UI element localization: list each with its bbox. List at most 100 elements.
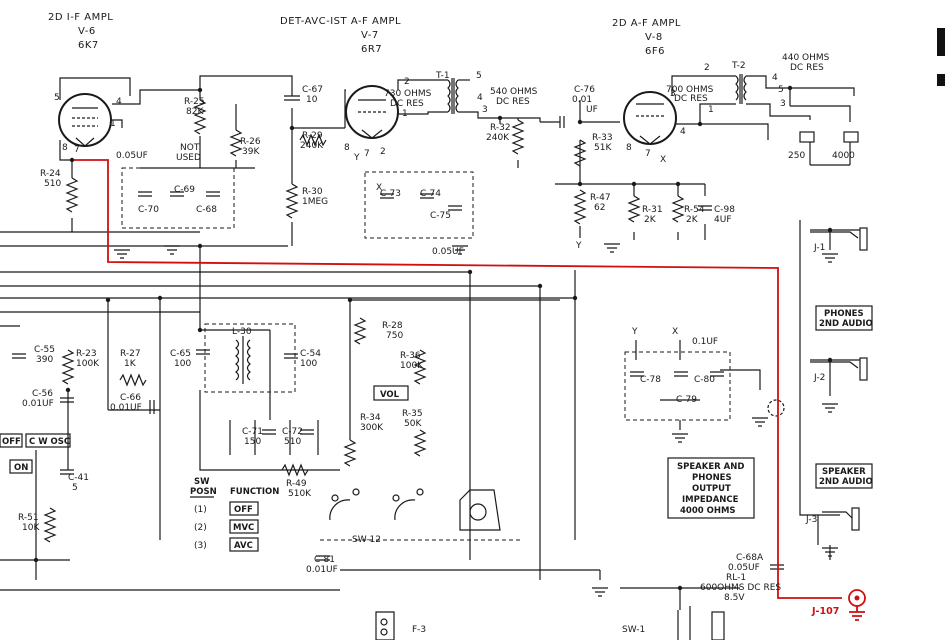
c73-ref: C-73 bbox=[380, 189, 401, 199]
svg-text:0.05UF: 0.05UF bbox=[116, 151, 148, 161]
r51-ref: R-51 bbox=[18, 513, 39, 523]
c66-value: 0.01UF bbox=[110, 403, 142, 413]
r49-ref: R-49 bbox=[286, 479, 307, 489]
side-boxes: OFF C W OSC ON bbox=[0, 433, 71, 474]
coil-l30 bbox=[204, 323, 296, 393]
c55-ref: C-55 bbox=[34, 345, 55, 355]
svg-text:PHONES: PHONES bbox=[824, 309, 864, 319]
switch-position-table: SW POSN FUNCTION (1) OFF (2) MVC (3) AVC bbox=[190, 477, 279, 552]
shield-caps bbox=[138, 191, 462, 211]
r28-ref: R-28 bbox=[382, 321, 403, 331]
transformer-t2: T-2 24 53 1 bbox=[704, 61, 786, 115]
c56-ref: C-56 bbox=[32, 389, 53, 399]
c67-value: 10 bbox=[306, 95, 318, 105]
c68a-value: 0.05UF bbox=[728, 563, 760, 573]
r54-value: 2K bbox=[686, 215, 699, 225]
svg-text:X: X bbox=[672, 327, 678, 337]
c98-value: 4UF bbox=[714, 215, 732, 225]
svg-text:UF: UF bbox=[586, 105, 598, 115]
svg-text:4: 4 bbox=[116, 97, 122, 107]
svg-text:4000 OHMS: 4000 OHMS bbox=[680, 506, 736, 516]
svg-text:0.1UF: 0.1UF bbox=[692, 337, 718, 347]
tube-v8: 34 87 X bbox=[623, 89, 686, 165]
ground-symbols bbox=[114, 243, 838, 597]
svg-text:OUTPUT: OUTPUT bbox=[692, 484, 731, 494]
svg-text:J-2: J-2 bbox=[813, 373, 825, 383]
svg-text:SPEAKER AND: SPEAKER AND bbox=[677, 462, 744, 472]
r36-ref: R-36 bbox=[400, 351, 421, 361]
t1-res-b: DC RES bbox=[390, 99, 424, 109]
c56-value: 0.01UF bbox=[22, 399, 54, 409]
svg-text:POSN: POSN bbox=[190, 487, 217, 497]
svg-text:0.05UF: 0.05UF bbox=[432, 247, 464, 257]
svg-text:4: 4 bbox=[680, 127, 686, 137]
c76-value: 0.01 bbox=[572, 95, 592, 105]
r29-ref: R-29 bbox=[302, 131, 323, 141]
t1-res-a: 730 OHMS bbox=[384, 89, 432, 99]
jack-labels: J-1 J-2 J-3 PHONES 2ND AUDIO SPEAKER 2ND… bbox=[805, 243, 873, 525]
c75-ref: C-75 bbox=[430, 211, 451, 221]
svg-text:4: 4 bbox=[772, 73, 778, 83]
c81-ref: C-81 bbox=[314, 555, 335, 565]
svg-text:7: 7 bbox=[645, 149, 651, 159]
t2-res-c: 440 OHMS bbox=[782, 53, 830, 63]
svg-text:IMPEDANCE: IMPEDANCE bbox=[682, 495, 739, 505]
r25-value: 82K bbox=[186, 107, 204, 117]
t1-res-c: 540 OHMS bbox=[490, 87, 538, 97]
svg-text:SW: SW bbox=[194, 477, 210, 487]
r24-ref: R-24 bbox=[40, 169, 61, 179]
r35-value: 50K bbox=[404, 419, 422, 429]
c80-ref: C-80 bbox=[694, 375, 715, 385]
v6-id: V-6 bbox=[78, 26, 96, 37]
r28-value: 750 bbox=[386, 331, 403, 341]
r25-ref: R-25 bbox=[184, 97, 205, 107]
svg-text:8: 8 bbox=[344, 143, 350, 153]
c41-value: 5 bbox=[72, 483, 78, 493]
svg-text:(3): (3) bbox=[194, 541, 207, 551]
notes: NOT USED 0.05UF 0.05UF 0.1UF 250 4000 Y … bbox=[116, 143, 855, 635]
svg-text:SW-1: SW-1 bbox=[622, 625, 645, 635]
r33-ref: R-33 bbox=[592, 133, 613, 143]
wiring bbox=[0, 75, 860, 610]
c78-ref: C-78 bbox=[640, 375, 661, 385]
c54-value: 100 bbox=[300, 359, 317, 369]
r23-ref: R-23 bbox=[76, 349, 97, 359]
t2-res-b: DC RES bbox=[674, 94, 708, 104]
svg-text:(1): (1) bbox=[194, 505, 207, 515]
r34-value: 300K bbox=[360, 423, 384, 433]
vol-box bbox=[373, 385, 409, 401]
svg-text:USED: USED bbox=[176, 153, 201, 163]
r36-value: 100K bbox=[400, 361, 424, 371]
svg-text:7: 7 bbox=[74, 145, 80, 155]
svg-text:250: 250 bbox=[788, 151, 805, 161]
c71-value: 150 bbox=[244, 437, 261, 447]
c79-ref: C-79 bbox=[676, 395, 697, 405]
r31-ref: R-31 bbox=[642, 205, 663, 215]
svg-text:8.5V: 8.5V bbox=[724, 593, 745, 603]
vol-label: VOL bbox=[380, 390, 400, 400]
svg-text:NOT: NOT bbox=[180, 143, 200, 153]
t1-res-d: DC RES bbox=[496, 97, 530, 107]
j107-ground-icon bbox=[849, 611, 865, 621]
c72-value: 510 bbox=[284, 437, 301, 447]
svg-text:8: 8 bbox=[626, 143, 632, 153]
jack-symbols bbox=[767, 131, 868, 531]
svg-text:7: 7 bbox=[364, 149, 370, 159]
svg-text:3: 3 bbox=[482, 105, 488, 115]
svg-text:X: X bbox=[660, 155, 666, 165]
r31-value: 2K bbox=[644, 215, 657, 225]
j107-label: J-107 bbox=[811, 606, 839, 617]
v8-id: V-8 bbox=[645, 32, 663, 43]
c67-ref: C-67 bbox=[302, 85, 323, 95]
svg-text:5: 5 bbox=[54, 93, 60, 103]
r26-value: 39K bbox=[242, 147, 260, 157]
transformer-t1: T-1 54 3 bbox=[435, 71, 488, 115]
r54-ref: R-54 bbox=[684, 205, 705, 215]
svg-text:Y: Y bbox=[575, 241, 582, 251]
svg-text:5: 5 bbox=[476, 71, 482, 81]
l30-ref: L-30 bbox=[232, 327, 252, 337]
v7-id: V-7 bbox=[361, 30, 379, 41]
svg-text:RL-1: RL-1 bbox=[726, 573, 746, 583]
c55-value: 390 bbox=[36, 355, 53, 365]
